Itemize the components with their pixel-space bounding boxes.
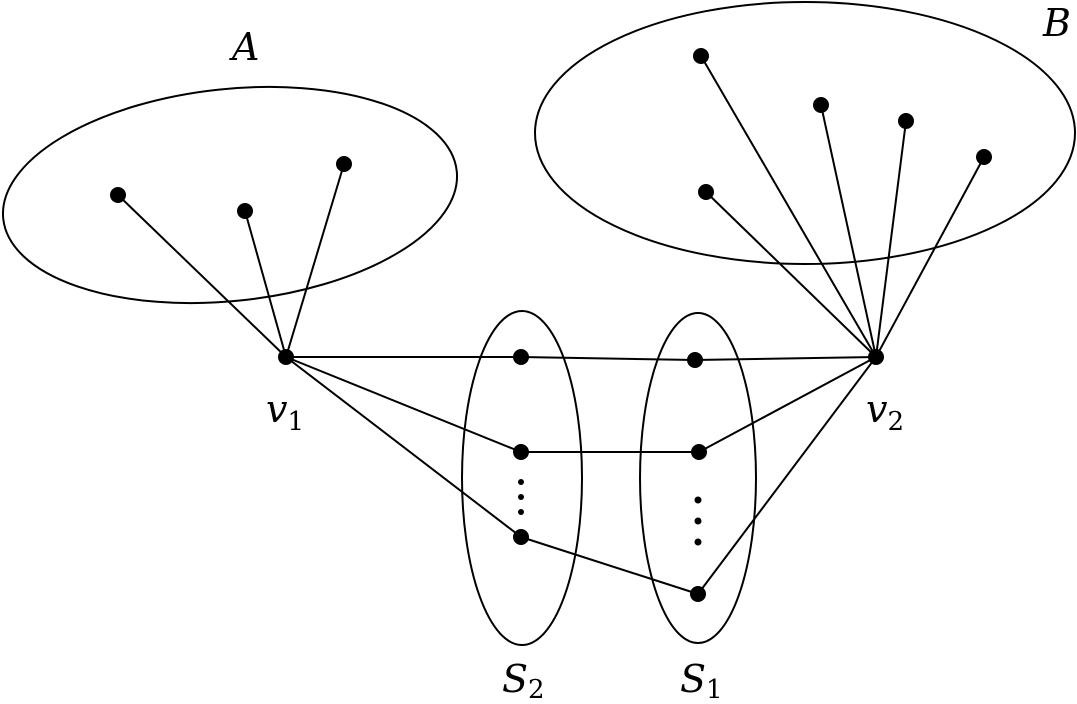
label-v1: v1	[266, 387, 304, 437]
s1-ellipsis	[694, 496, 702, 546]
set-b-ellipse	[534, 1, 1076, 265]
label-s1-sub: 1	[706, 675, 723, 704]
label-v2: v2	[866, 387, 904, 437]
vertex-a3	[336, 156, 352, 172]
edge-v2-b2	[820, 104, 877, 358]
vertex-s2-mid	[513, 444, 529, 460]
vertex-v1	[278, 349, 294, 365]
vertex-b4	[976, 149, 992, 165]
edge-s1-v2-top	[694, 356, 877, 361]
vertex-s1-top	[687, 352, 703, 368]
edge-v1-s2-mid	[285, 356, 522, 453]
label-set-a: A	[229, 25, 259, 69]
label-s1: S1	[680, 657, 723, 704]
label-s1-main: S	[680, 657, 706, 701]
vertex-a2	[237, 203, 253, 219]
label-v2-main: v	[866, 387, 888, 431]
edge-s2-s1-bot	[520, 536, 699, 595]
label-v1-sub: 1	[287, 407, 304, 437]
edge-s1-v2-bot	[697, 356, 877, 595]
vertex-b5	[698, 184, 714, 200]
vertex-v2	[868, 349, 884, 365]
edge-v1-a2	[244, 210, 287, 358]
edge-v1-a3	[285, 163, 345, 358]
set-s1-ellipse	[639, 312, 757, 644]
s2-ellipsis	[518, 479, 524, 515]
edge-s2-s1-top	[520, 356, 696, 361]
vertex-b2	[813, 97, 829, 113]
set-a-ellipse	[1, 85, 459, 305]
label-s2-sub: 2	[528, 675, 545, 704]
vertex-s2-top	[513, 349, 529, 365]
vertex-s1-mid	[691, 444, 707, 460]
edge-v2-b3	[875, 120, 907, 358]
label-v1-main: v	[266, 387, 288, 431]
edge-s1-v2-mid	[698, 356, 877, 453]
label-v2-sub: 2	[887, 407, 904, 437]
label-s2-main: S	[502, 657, 528, 701]
vertex-a1	[110, 187, 126, 203]
edge-v1-a1	[117, 194, 287, 358]
vertex-b3	[898, 113, 914, 129]
edge-v2-b4	[875, 156, 985, 358]
vertex-b1	[693, 48, 709, 64]
vertex-s1-bot	[690, 586, 706, 602]
vertex-s2-bot	[513, 529, 529, 545]
edge-v1-s2-bot	[285, 356, 522, 538]
edge-v2-b5	[705, 191, 877, 358]
label-set-b: B	[1042, 1, 1071, 45]
set-s2-ellipse	[461, 310, 583, 646]
edge-v2-b1	[700, 55, 877, 358]
label-s2: S2	[502, 657, 545, 704]
